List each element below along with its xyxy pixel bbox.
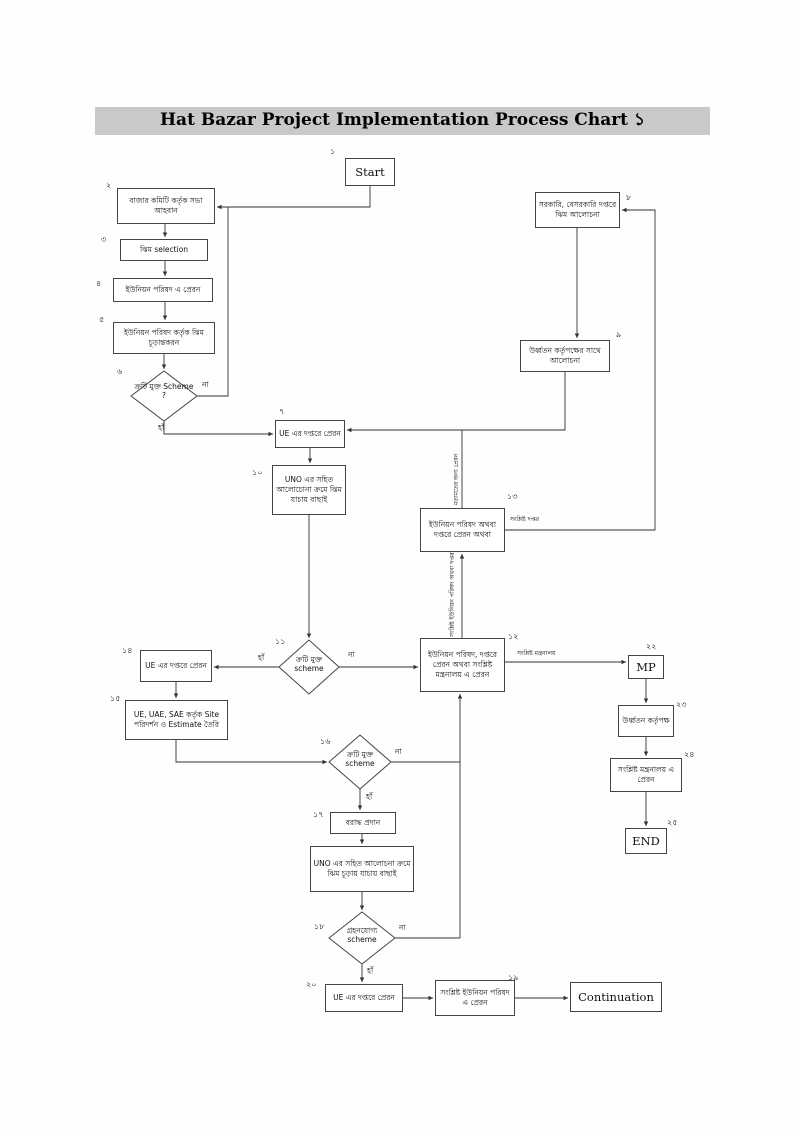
node-label: ইউনিয়ন পরিষদ কর্তৃক ঝিম চূড়ান্তকরন [124, 328, 204, 347]
step-number-14: ১৪ [122, 646, 133, 655]
edge-label-yes-1: হাঁ [158, 423, 165, 432]
decision-diamond-3 [328, 734, 392, 790]
edge-label-related-ministry: সংশ্লিষ্ট মন্ত্রনালয় [517, 650, 556, 657]
node-mp: MP [628, 655, 664, 679]
node-label: Continuation [578, 989, 654, 1004]
node-label: বরাদ্ধ প্রদান [345, 818, 381, 828]
node-scheme-selection: ঝিম selection [120, 239, 208, 261]
decision-acceptable-label: গ্রহনযোগ্য scheme [346, 926, 378, 945]
step-number-13: ১৩ [507, 492, 518, 501]
step-number-22: ২২ [646, 642, 657, 651]
decision-error-free-1-label: ক্রটি মুক্ত Scheme ? [134, 382, 194, 401]
node-label: END [632, 833, 660, 848]
step-number-2: ২ [106, 181, 112, 190]
step-number-5: ৫ [99, 315, 105, 324]
step-number-15: ১৫ [110, 694, 121, 703]
decision-diamond-2 [278, 639, 340, 695]
decision-diamond-1 [130, 370, 198, 422]
step-number-19: ১৯ [508, 973, 519, 982]
step-number-10: ১০ [252, 468, 263, 477]
step-number-9: ৯ [616, 330, 622, 339]
node-allocation: বরাদ্ধ প্রদান [330, 812, 396, 834]
step-number-3: ৩ [101, 235, 107, 244]
node-label: UE এর দপ্তরে প্রেরন [279, 429, 341, 439]
edge-label-opinion: মতামতের জন্য প্রেরন [453, 453, 460, 505]
edge-label-no-4: না [399, 923, 406, 932]
node-ministry-send: সংশ্লিষ্ট মন্ত্রনালয় এ প্রেরন [610, 758, 682, 792]
node-label: বাজার কমিটি কর্তৃক সভা আহবান [129, 196, 203, 215]
node-label: ইউনিয়ন পরিষদ, দপ্তরে প্রেরন অথবা সংশ্লি… [427, 650, 498, 679]
node-label: ইউনিয়ন পরিষদ অথবা দপ্তরে প্রেরন অথবা [428, 520, 497, 539]
node-end: END [625, 828, 667, 854]
decision-error-free-3-label: ক্রটি মুক্ত scheme [345, 750, 375, 769]
node-ue-office-3: UE এর দপ্তরে প্রেরন [325, 984, 403, 1012]
step-number-18: ১৮ [314, 922, 325, 931]
edge-label-no-3: না [395, 747, 402, 756]
node-label: ইউনিয়ন পরিষদ এ প্রেরন [125, 285, 201, 295]
step-number-16: ১৬ [320, 737, 331, 746]
node-site-visit: UE, UAE, SAE কর্তৃক Site পরিদর্শন ও Esti… [125, 700, 228, 740]
edge-label-no-2: না [348, 650, 355, 659]
node-label: UE এর দপ্তরে প্রেরন [333, 993, 395, 1003]
node-label: UE এর দপ্তরে প্রেরন [145, 661, 207, 671]
step-number-24: ২৪ [684, 750, 695, 759]
edge-label-union-or-dept: সংশ্লিষ্ট ইউনিয়ন পরিষদ অথবা দপ্তর [449, 552, 456, 637]
node-label: UNO এর সহিত আলোচনা ক্রমে ঝিম চূড়ায় যাচ… [313, 859, 411, 878]
node-label: সরকারি, বেসরকারি দপ্তরে ঝিম আলোচনা [538, 200, 617, 219]
node-send-union: ইউনিয়ন পরিষদ এ প্রেরন [113, 278, 213, 302]
node-label: উর্ধ্বতন কর্তৃপক্ষ [622, 716, 670, 726]
node-uno-verify: UNO এর সহিত আলোচোনা ক্রমে ঝিম যাচায় বাছ… [272, 465, 346, 515]
step-number-8: ৮ [626, 193, 632, 202]
node-higher-auth: উর্ধ্বতন কর্তৃপক্ষ [618, 705, 674, 737]
node-bazar-committee: বাজার কমিটি কর্তৃক সভা আহবান [117, 188, 215, 224]
node-label: ঝিম selection [139, 245, 189, 255]
step-number-7: ৭ [279, 407, 285, 416]
step-number-23: ২৩ [676, 700, 687, 709]
node-label: সংশ্লিষ্ট মন্ত্রনালয় এ প্রেরন [617, 765, 675, 784]
node-govt-office: সরকারি, বেসরকারি দপ্তরে ঝিম আলোচনা [535, 192, 620, 228]
node-continuation: Continuation [570, 982, 662, 1012]
node-union-or-office: ইউনিয়ন পরিষদ অথবা দপ্তরে প্রেরন অথবা [420, 508, 505, 552]
step-number-20: ২০ [306, 980, 317, 989]
decision-error-free-2-label: ক্রটি মুক্ত scheme [294, 655, 324, 674]
node-label: Start [355, 164, 385, 179]
node-label: UNO এর সহিত আলোচোনা ক্রমে ঝিম যাচায় বাছ… [276, 475, 342, 504]
step-number-6: ৬ [117, 367, 123, 376]
step-number-11: ১১ [275, 637, 286, 646]
decision-diamond-4 [328, 911, 396, 965]
node-uno-finalize: UNO এর সহিত আলোচনা ক্রমে ঝিম চূড়ায় যাচ… [310, 846, 414, 892]
node-ue-office-1: UE এর দপ্তরে প্রেরন [275, 420, 345, 448]
node-higher-discuss: উর্ধ্বতন কর্তৃপক্ষের সাথে আলোচনা [520, 340, 610, 372]
node-label: MP [636, 659, 656, 674]
edge-label-yes-3: হাঁ [366, 792, 373, 801]
step-number-17: ১৭ [313, 810, 324, 819]
node-start: Start [345, 158, 395, 186]
step-number-25: ২৫ [667, 818, 678, 827]
node-ue-office-2: UE এর দপ্তরে প্রেরন [140, 650, 212, 682]
node-union-ministry: ইউনিয়ন পরিষদ, দপ্তরে প্রেরন অথবা সংশ্লি… [420, 638, 505, 692]
step-number-1: ১ [330, 147, 336, 156]
step-number-12: ১২ [508, 632, 519, 641]
edge-label-no-1: না [202, 380, 209, 389]
step-number-4: ৪ [96, 279, 102, 288]
edge-label-yes-4: হাঁ [367, 966, 374, 975]
node-union-send-final: সংশ্লিষ্ট ইউনিয়ন পরিষদ এ প্রেরন [435, 980, 515, 1016]
node-label: সংশ্লিষ্ট ইউনিয়ন পরিষদ এ প্রেরন [440, 988, 510, 1007]
node-label: UE, UAE, SAE কর্তৃক Site পরিদর্শন ও Esti… [133, 710, 220, 729]
edge-label-yes-2: হাঁ [258, 653, 265, 662]
node-label: উর্ধ্বতন কর্তৃপক্ষের সাথে আলোচনা [529, 346, 601, 365]
node-union-finalize: ইউনিয়ন পরিষদ কর্তৃক ঝিম চূড়ান্তকরন [113, 322, 215, 354]
page-title: Hat Bazar Project Implementation Process… [95, 107, 710, 135]
edge-label-related-office: সংশ্লিষ্ট দপ্তর [510, 516, 540, 523]
